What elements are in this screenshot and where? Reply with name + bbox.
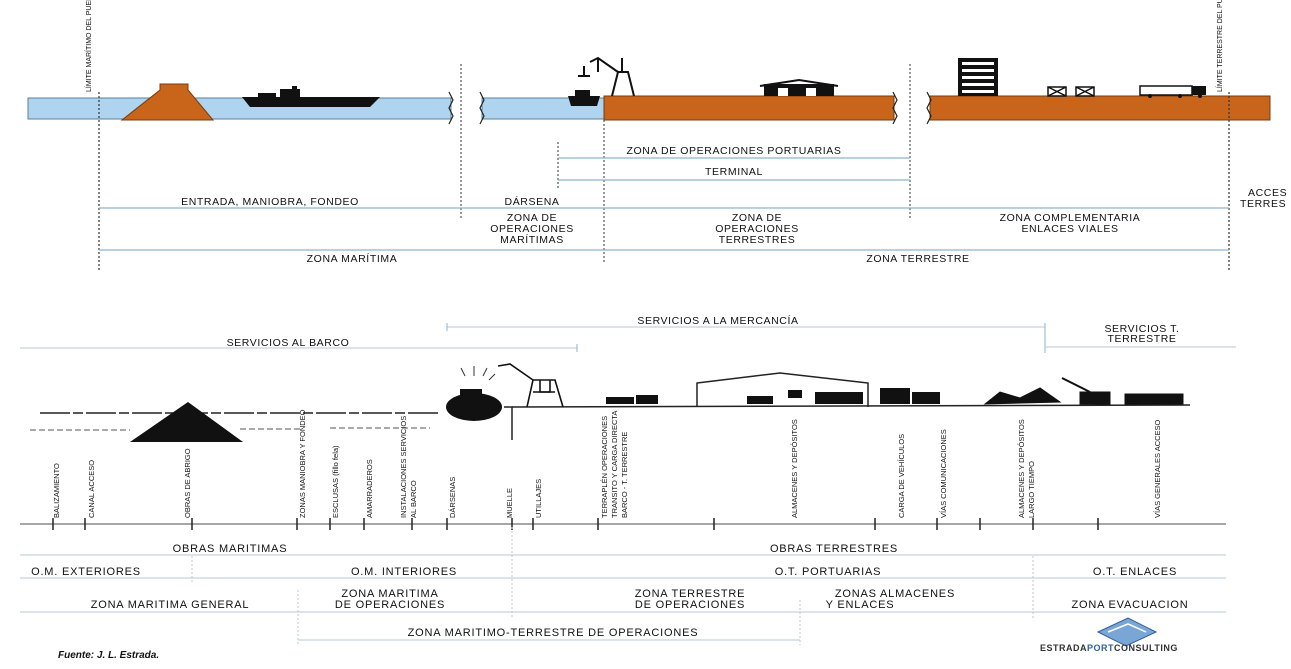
vlabel-obras-abrigo: OBRAS DE ABRIGO	[183, 448, 192, 518]
vlabel-darsenas: DÁRSENAS	[448, 477, 457, 518]
vlabel-amarraderos: AMARRADEROS	[365, 459, 374, 518]
vlabel-vias-generales: VÍAS GENERALES ACCESO	[1153, 419, 1162, 518]
vlabel-zonas-maniobra: ZONAS MANIOBRA Y FONDEO	[298, 409, 307, 518]
ot-portuarias-label: O.T. PORTUARIAS	[775, 566, 882, 578]
estrada-logo: ESTRADAPORTCONSULTING	[1040, 617, 1178, 653]
ot-enlaces-label: O.T. ENLACES	[1093, 566, 1177, 578]
source-caption: Fuente: J. L. Estrada.	[58, 650, 159, 661]
warehouse-icon	[759, 78, 839, 96]
zona-op-maritimas-1: ZONA DE	[507, 212, 557, 224]
truck-icon	[1139, 85, 1206, 98]
zona-op-terrestres-1: ZONA DE	[732, 212, 782, 224]
ship-icon	[242, 86, 380, 107]
construction-icon	[983, 377, 1184, 405]
obras-terrestres-label: OBRAS TERRESTRES	[770, 543, 898, 555]
zona-op-terrestres-2: OPERACIONES	[715, 223, 799, 235]
quay-wall-icon	[504, 406, 513, 440]
axis-ticks	[52, 518, 1099, 530]
vlabel-almacenes: ALMACENES Y DEPÓSITOS	[790, 419, 799, 518]
vlabel-carga-vehiculos: CARGA DE VEHÍCULOS	[897, 434, 906, 518]
zona-maritimo-terrestre-label: ZONA MARITIMO-TERRESTRE DE OPERACIONES	[408, 627, 699, 639]
zona-terrestre-op-label-2: DE OPERACIONES	[635, 599, 745, 611]
zona-complementaria-2: ENLACES VIALES	[1021, 223, 1118, 235]
logo-text-estrada: ESTRADA	[1040, 643, 1087, 653]
vlabel-terraplen-1: TERRAPLÉN OPERACIONES	[600, 416, 609, 518]
servicios-mercancia-label: SERVICIOS A LA MERCANCÍA	[637, 314, 798, 327]
break-mark-2	[479, 91, 485, 125]
vlabel-vias-comunicaciones: VÍAS COMUNICACIONES	[939, 429, 948, 518]
ops-portuarias-label: ZONA DE OPERACIONES PORTUARIAS	[626, 145, 841, 157]
logo-mark-icon	[1096, 617, 1158, 647]
acces-label-1: ACCES	[1248, 187, 1287, 199]
breakwater-icon	[120, 83, 215, 121]
vlabel-esclusas: ESCLUSAS (fillo fela)	[331, 445, 340, 518]
acces-label-2: TERRES	[1240, 198, 1286, 210]
vlabel-almacenes-largo-2: LARGO TIEMPO	[1027, 461, 1036, 518]
ground-line	[511, 404, 1191, 408]
crane-icon	[578, 56, 635, 97]
break-mark-1	[448, 91, 454, 125]
om-interiores-label: O.M. INTERIORES	[351, 566, 457, 578]
break-mark-3	[892, 91, 898, 125]
sea-ripples	[30, 427, 430, 431]
portal-crane-icon	[497, 363, 564, 408]
zona-maritima-label: ZONA MARÍTIMA	[307, 252, 398, 265]
obras-maritimas-label: OBRAS MARITIMAS	[173, 543, 288, 555]
zona-op-maritimas-2: OPERACIONES	[490, 223, 574, 235]
barge-icon	[568, 90, 600, 106]
breakwater-profile-icon	[130, 402, 243, 442]
building-icon	[958, 58, 998, 96]
land-complementary	[929, 95, 1271, 121]
dock-icon	[446, 366, 502, 421]
servicios-barco-label: SERVICIOS AL BARCO	[227, 337, 350, 349]
vehicles-icon	[606, 388, 940, 404]
zona-op-maritimas-3: MARÍTIMAS	[500, 233, 564, 246]
land-terminal	[603, 95, 895, 121]
zonas-almacenes-label-1: ZONAS ALMACENES	[835, 588, 955, 600]
containers-icon	[1047, 86, 1095, 97]
zona-complementaria-1: ZONA COMPLEMENTARIA	[1000, 212, 1141, 224]
entrada-label: ENTRADA, MANIOBRA, FONDEO	[181, 196, 359, 208]
logo-text-consulting: CONSULTING	[1114, 643, 1178, 653]
zona-maritima-op-label-2: DE OPERACIONES	[335, 599, 445, 611]
servicios-terrestre-label-1: SERVICIOS T.	[1104, 323, 1179, 335]
break-mark-4	[926, 91, 932, 125]
zona-maritima-op-label-1: ZONA MARITIMA	[341, 588, 438, 600]
zona-evacuacion-label: ZONA EVACUACION	[1072, 599, 1189, 611]
svg-text:ESTRADAPORTCONSULTING: ESTRADAPORTCONSULTING	[1040, 643, 1178, 653]
vlabel-utillajes: UTILLAJES	[534, 479, 543, 518]
zona-terrestre-label: ZONA TERRESTRE	[866, 253, 969, 265]
vlabel-almacenes-largo-1: ALMACENES Y DEPÓSITOS	[1017, 419, 1026, 518]
terminal-label: TERMINAL	[705, 166, 763, 178]
vlabel-muelle: MUELLE	[505, 488, 514, 518]
om-exteriores-label: O.M. EXTERIORES	[31, 566, 141, 578]
limit-terrestrial-label: LÍMITE TERRESTRE DEL PUERTO	[1215, 0, 1224, 92]
logo-text-port: PORT	[1087, 643, 1114, 653]
vlabel-canal-acceso: CANAL ACCESO	[87, 460, 96, 518]
servicios-terrestre-label-2: TERRESTRE	[1108, 333, 1177, 345]
zona-op-terrestres-3: TERRESTRES	[719, 234, 796, 246]
bottom-dividers	[191, 527, 1034, 645]
bottom-section: SERVICIOS A LA MERCANCÍA SERVICIOS AL BA…	[20, 314, 1236, 645]
vlabel-terraplen-2: TRANSITO Y CARGA DIRECTA	[610, 411, 619, 518]
top-section: LÍMITE MARÍTIMO DEL PUERTO LÍMITE TERRES…	[27, 0, 1287, 272]
darsena-label: DÁRSENA	[505, 195, 560, 208]
zona-maritima-general-label: ZONA MARITIMA GENERAL	[91, 599, 250, 611]
warehouse-profile-icon	[696, 372, 869, 407]
limit-maritime-label: LÍMITE MARÍTIMO DEL PUERTO	[84, 0, 93, 92]
vlabel-balizamiento: BALIZAMIENTO	[52, 463, 61, 518]
zona-terrestre-op-label-1: ZONA TERRESTRE	[635, 588, 746, 600]
vlabel-instalaciones-2: AL BARCO	[409, 480, 418, 518]
zonas-almacenes-label-2: Y ENLACES	[826, 599, 895, 611]
vlabel-instalaciones-1: INSTALACIONES SERVICIOS	[399, 416, 408, 518]
water-outer	[27, 97, 452, 120]
vlabel-terraplen-3: BARCO - T. TERRESTRE	[620, 432, 629, 518]
